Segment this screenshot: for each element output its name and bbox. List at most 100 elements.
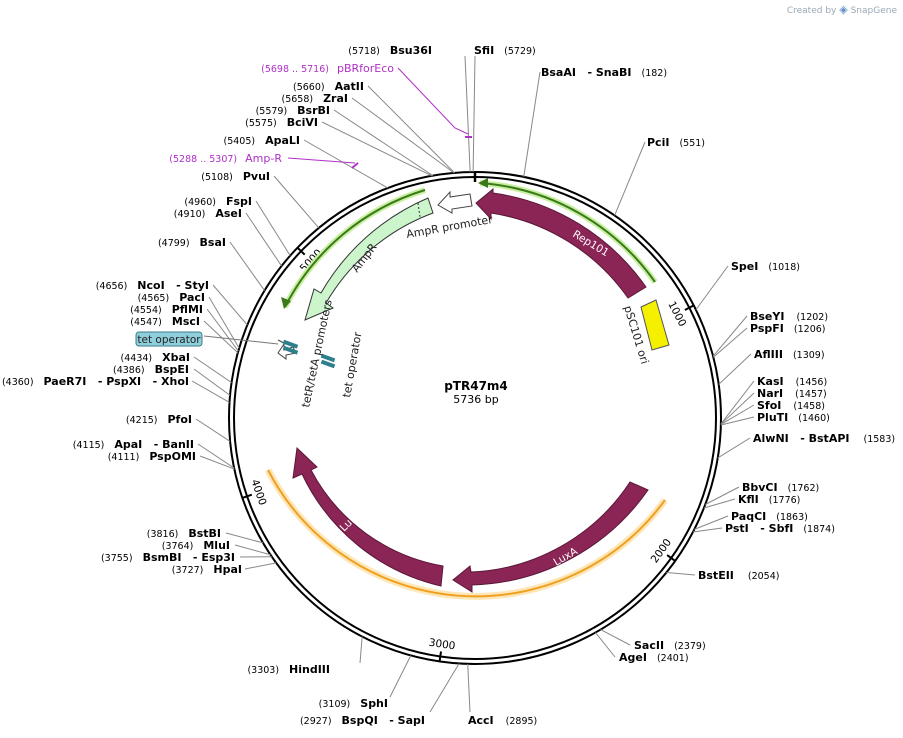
enzyme-leader-line <box>333 109 434 177</box>
primer-ampr-mark <box>351 162 359 169</box>
enzyme-label[interactable]: SfoI(1458) <box>757 399 825 412</box>
enzyme-label[interactable]: NarI(1457) <box>757 387 827 400</box>
rep101-arrow[interactable] <box>475 187 647 299</box>
enzyme-label[interactable]: (4960)FspI <box>184 195 252 208</box>
plasmid-backbone <box>228 171 722 665</box>
ampr-promoter-arrow[interactable] <box>437 190 473 214</box>
primer-ampr-label[interactable]: (5288 .. 5307)Amp-R <box>169 152 282 165</box>
enzyme-leader-line <box>720 416 755 426</box>
tet-operator-bar-1[interactable] <box>282 339 299 349</box>
enzyme-label[interactable]: (5575)BciVI <box>245 116 318 129</box>
enzyme-label[interactable]: AflIII(1309) <box>754 348 825 361</box>
tick-label: 3000 <box>428 637 456 653</box>
tet-operator-tag-leader <box>203 335 279 345</box>
psc101-ori-box[interactable] <box>640 299 670 351</box>
enzyme-label[interactable]: SpeI(1018) <box>731 260 800 273</box>
enzyme-label[interactable]: (5718)Bsu36I <box>348 44 432 57</box>
enzyme-label[interactable]: (5660)AatII <box>293 80 364 93</box>
enzyme-label[interactable]: (3764)MluI <box>162 539 230 552</box>
enzyme-label[interactable]: BbvCI(1762) <box>742 481 819 494</box>
tet-operator-bar-2[interactable] <box>282 345 299 355</box>
enzyme-label[interactable]: BseYI(1202) <box>750 310 828 323</box>
ampr-band-arrow-icon <box>281 297 291 309</box>
enzyme-label[interactable]: (4554)PflMI <box>130 303 203 316</box>
enzyme-label[interactable]: (4386)BspEI <box>113 363 189 376</box>
enzyme-leader-line <box>718 353 752 385</box>
enzyme-leader-line <box>694 515 729 530</box>
enzyme-label[interactable]: (3303)HindIII <box>247 663 330 676</box>
enzyme-leader-line <box>389 655 412 698</box>
enzyme-label[interactable]: (4910)AseI <box>174 207 242 220</box>
enzyme-leader-line <box>193 368 231 396</box>
enzyme-label[interactable]: BstEII(2054) <box>698 569 779 582</box>
enzyme-label[interactable]: PciI(551) <box>647 136 705 149</box>
enzyme-leader-line <box>695 265 729 311</box>
enzyme-label[interactable]: (4565)PacI <box>138 291 205 304</box>
enzyme-label[interactable]: SacII(2379) <box>634 639 706 652</box>
tick-mark <box>242 493 253 499</box>
enzyme-label[interactable]: (4434)XbaI <box>121 351 190 364</box>
enzyme-label[interactable]: (5108)PvuI <box>201 170 270 183</box>
enzyme-label[interactable]: (3755)BsmBI - Esp3I <box>101 551 235 564</box>
primer-pbrforeco-label[interactable]: (5698 .. 5716)pBRforEco <box>261 62 394 75</box>
enzyme-label[interactable]: (4111)PspOMI <box>108 450 196 463</box>
enzyme-label[interactable]: (5579)BsrBI <box>256 104 330 117</box>
enzyme-label[interactable]: (4799)BsaI <box>158 236 226 249</box>
enzyme-label[interactable]: (5658)ZraI <box>281 92 348 105</box>
enzyme-leader-line <box>197 443 235 469</box>
enzyme-leader-line <box>713 327 748 358</box>
enzyme-label[interactable]: (4215)PfoI <box>126 413 192 426</box>
enzyme-label[interactable]: (3727)HpaI <box>172 563 242 576</box>
primer-ampr-leader <box>287 157 356 164</box>
enzyme-label[interactable]: PspFI(1206) <box>750 322 826 335</box>
enzyme-labels-left: (5718)Bsu36I (5660)AatII (5658)ZraI (557… <box>2 44 432 727</box>
enzyme-label[interactable]: BsaAI - SnaBI(182) <box>541 66 667 79</box>
enzyme-label[interactable]: (2927)BspQI - SapI <box>300 714 425 727</box>
ampr-arrow[interactable] <box>304 197 434 321</box>
enzyme-leader-line <box>464 55 471 173</box>
rep101-band-arrow-icon <box>478 178 488 188</box>
enzyme-leader-line <box>195 418 231 442</box>
tet-operator-tag[interactable] <box>135 331 203 347</box>
enzyme-labels-right: SfiI(5729) BsaAI - SnaBI(182) PciI(551) … <box>468 44 895 727</box>
enzyme-leader-line <box>472 55 476 173</box>
created-by-text: Created by <box>786 6 837 16</box>
enzyme-label[interactable]: KasI(1456) <box>757 375 827 388</box>
enzyme-leader-line <box>225 532 264 544</box>
snapgene-brand-name: SnapGene <box>850 6 897 16</box>
enzyme-label[interactable]: PstI - SbfI(1874) <box>725 522 835 535</box>
enzyme-label[interactable]: AlwNI - BstAPI(1583) <box>753 432 895 445</box>
enzyme-leader-line <box>720 404 755 425</box>
snapgene-logo-icon: ◈ <box>839 3 848 16</box>
tick-label: 2000 <box>649 537 674 566</box>
tet-operator-bar-4[interactable] <box>320 359 336 369</box>
plasmid-size: 5736 bp <box>453 393 498 406</box>
enzyme-leader-line <box>595 632 616 658</box>
enzyme-label[interactable]: (4360)PaeR7I - PspXI - XhoI <box>2 375 189 388</box>
enzyme-leader-line <box>720 392 755 425</box>
enzyme-label[interactable]: (3816)BstBI <box>147 527 221 540</box>
enzyme-leader-line <box>234 544 271 556</box>
enzyme-label[interactable]: KflI(1776) <box>738 493 800 506</box>
enzyme-label[interactable]: PaqCI(1863) <box>731 510 808 523</box>
enzyme-leader-line <box>244 562 277 570</box>
enzyme-label[interactable]: (4115)ApaI - BanII <box>73 438 194 451</box>
enzyme-label[interactable]: AgeI(2401) <box>619 651 689 664</box>
feature-bands <box>264 178 668 600</box>
enzyme-leader-line <box>614 141 646 216</box>
enzyme-label[interactable]: (3109)SphI <box>319 697 388 710</box>
enzyme-leader-line <box>429 663 460 713</box>
enzyme-label[interactable]: AccI(2895) <box>468 714 537 727</box>
enzyme-leader-line <box>523 71 541 177</box>
luxa-arrow[interactable] <box>452 481 649 593</box>
enzyme-label[interactable]: PluTI(1460) <box>757 411 830 424</box>
enzyme-label[interactable]: (4656)NcoI - StyI <box>96 279 209 292</box>
enzyme-label[interactable]: SfiI(5729) <box>474 44 536 57</box>
enzyme-label[interactable]: (5405)ApaLI <box>223 134 300 147</box>
tick-label: 1000 <box>665 299 688 328</box>
luxb-arrow[interactable] <box>292 446 444 587</box>
enzyme-label[interactable]: (4547)MscI <box>130 315 200 328</box>
enzyme-leader-line <box>692 527 723 533</box>
tick-label: 4000 <box>248 478 268 507</box>
tet-operator-bar-3[interactable] <box>320 353 336 363</box>
